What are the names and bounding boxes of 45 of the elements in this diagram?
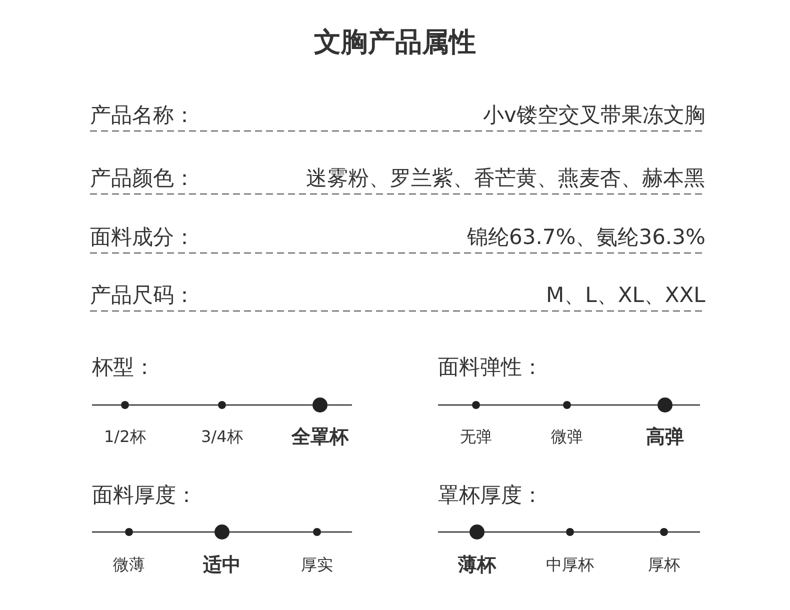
option-label: 适中 — [203, 556, 241, 574]
selected-marker — [658, 398, 672, 412]
scale-heading: 面料弹性： — [438, 356, 543, 378]
scale-heading: 罩杯厚度： — [438, 484, 543, 506]
option-label: 全罩杯 — [292, 428, 348, 446]
scale-line — [480, 404, 563, 406]
attribute-value: 锦纶63.7%、氨纶36.3% — [467, 226, 706, 248]
option-label: 中厚杯 — [546, 557, 594, 573]
option-label: 无弹 — [460, 429, 492, 445]
scale-line — [571, 404, 658, 406]
scale-line — [230, 531, 313, 533]
scale-marker — [121, 401, 129, 409]
scale-marker — [566, 528, 574, 536]
scale-marker — [125, 528, 133, 536]
option-label: 高弹 — [646, 428, 684, 446]
page-title: 文胸产品属性 — [314, 28, 476, 56]
attribute-name: 产品尺码： — [90, 284, 195, 306]
option-label: 微弹 — [551, 429, 583, 445]
scale-heading: 杯型： — [92, 356, 155, 378]
option-label: 微薄 — [113, 557, 145, 573]
scale-line — [133, 531, 214, 533]
attribute-name: 产品名称： — [90, 104, 195, 126]
scale-marker — [313, 528, 321, 536]
attribute-name: 面料成分： — [90, 226, 195, 248]
scale-marker — [472, 401, 480, 409]
option-label: 3/4杯 — [201, 429, 243, 445]
attribute-value: 迷雾粉、罗兰紫、香芒黄、燕麦杏、赫本黑 — [306, 168, 705, 188]
option-label: 厚杯 — [648, 557, 680, 573]
scale-line — [484, 531, 566, 533]
scale-marker — [660, 528, 668, 536]
scale-line — [129, 404, 218, 406]
scale-marker — [563, 401, 571, 409]
option-label: 厚实 — [301, 557, 333, 573]
selected-marker — [214, 524, 230, 540]
scale-heading: 面料厚度： — [92, 484, 197, 506]
scale-line — [226, 404, 312, 406]
scale-marker — [218, 401, 226, 409]
option-label: 薄杯 — [458, 556, 496, 574]
attribute-value: M、L、XL、XXL — [546, 284, 706, 306]
selected-marker — [312, 398, 328, 412]
scale-line — [574, 531, 660, 533]
attribute-value: 小v镂空交叉带果冻文胸 — [483, 104, 706, 126]
option-label: 1/2杯 — [104, 429, 146, 445]
attribute-name: 产品颜色： — [90, 168, 195, 188]
selected-marker — [470, 524, 484, 540]
